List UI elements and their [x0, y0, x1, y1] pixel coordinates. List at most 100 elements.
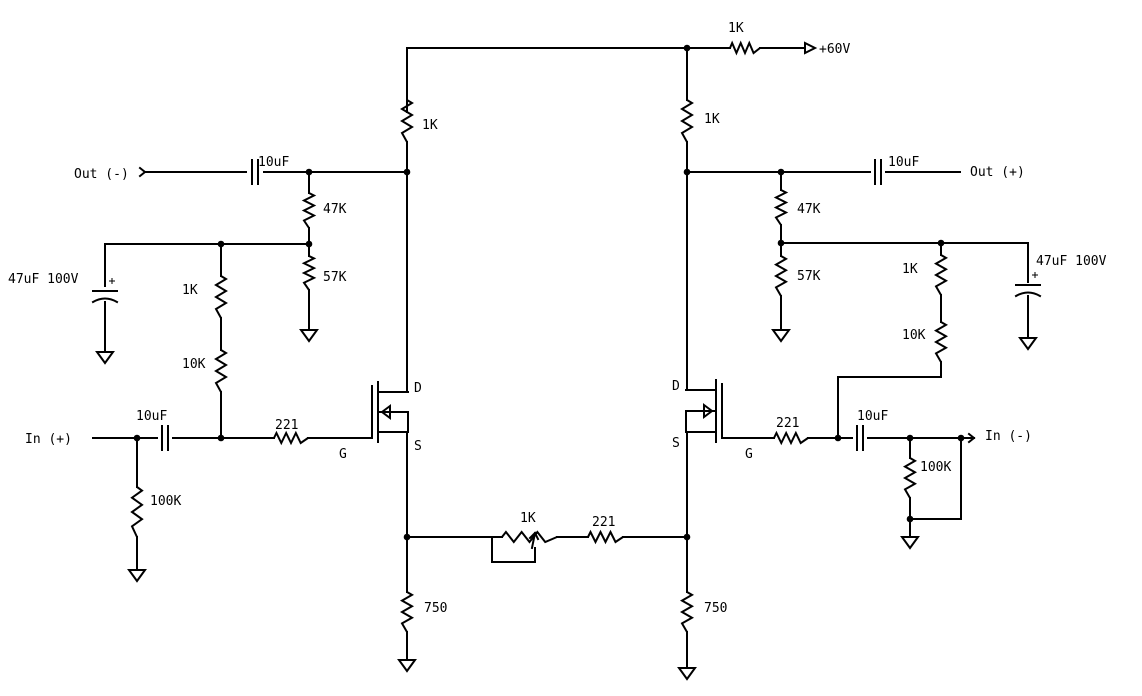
left-drain-resistor — [400, 99, 414, 143]
ground-icon — [771, 329, 791, 343]
right-input-label: In (-) — [985, 429, 1032, 444]
junction-dot — [906, 434, 914, 442]
left-output-cap-label: 10uF — [258, 155, 289, 170]
balance-resistor — [587, 529, 624, 545]
right-input-pulldown-label: 100K — [920, 460, 951, 475]
wire — [685, 431, 688, 593]
left-bias-upper-resistor — [301, 192, 317, 229]
ground-icon — [900, 536, 920, 550]
capacitor-plate-curved — [1014, 291, 1042, 298]
wire — [721, 399, 775, 439]
pot-wiper-arrow-icon — [530, 531, 537, 550]
left-input-label: In (+) — [25, 432, 72, 447]
supply-arrow-icon — [804, 41, 818, 55]
right-drain-pin-label: D — [672, 379, 680, 394]
wire — [104, 243, 310, 287]
right-drain-resistor — [680, 99, 694, 143]
right-drain-resistor-label: 1K — [704, 112, 720, 127]
left-gate-resistor-label: 221 — [275, 418, 298, 433]
left-feedback-r1-resistor — [214, 275, 228, 319]
wire — [491, 536, 536, 563]
left-output-capacitor — [251, 159, 259, 185]
junction-dot — [403, 533, 411, 541]
junction-dot — [937, 239, 945, 247]
junction-dot — [683, 44, 691, 52]
right-feedback-r2-label: 10K — [902, 328, 926, 343]
right-bias-upper-label: 47K — [797, 202, 821, 217]
junction-dot — [834, 434, 842, 442]
left-source-resistor — [399, 591, 415, 633]
wire — [389, 141, 408, 393]
capacitor-plate-curved — [91, 297, 119, 304]
right-mosfet — [685, 379, 723, 443]
ground-icon — [677, 667, 697, 681]
junction-dot — [305, 168, 313, 176]
balance-potentiometer — [501, 530, 558, 544]
left-input-pulldown-label: 100K — [150, 494, 181, 509]
left-drain-resistor-label: 1K — [422, 118, 438, 133]
left-feedback-r2-resistor — [214, 349, 228, 393]
right-input-cap-label: 10uF — [857, 409, 888, 424]
ground-icon — [1018, 337, 1038, 351]
supply-voltage-label: +60V — [819, 42, 850, 57]
right-feedback-r2-resistor — [933, 321, 949, 363]
left-bypass-capacitor — [91, 278, 119, 304]
terminal-arrow-icon — [138, 166, 147, 178]
right-input-capacitor — [856, 425, 864, 451]
junction-dot — [957, 434, 965, 442]
wire — [837, 361, 942, 439]
junction-dot — [305, 240, 313, 248]
left-gate-pin-label: G — [339, 447, 347, 462]
ground-icon — [127, 569, 147, 583]
right-output-label: Out (+) — [970, 165, 1025, 180]
right-bypass-capacitor — [1014, 272, 1042, 298]
right-bias-lower-label: 57K — [797, 269, 821, 284]
fet-arrow-icon — [703, 403, 714, 419]
left-gate-resistor — [273, 430, 309, 446]
ground-icon — [95, 351, 115, 365]
junction-dot — [403, 168, 411, 176]
right-gate-pin-label: G — [745, 447, 753, 462]
components — [91, 40, 1042, 681]
right-input-pulldown-resistor — [902, 457, 918, 499]
left-output-label: Out (-) — [74, 167, 129, 182]
right-feedback-r1-label: 1K — [902, 262, 918, 277]
right-bias-lower-resistor — [773, 255, 789, 297]
right-source-resistor — [679, 591, 695, 633]
left-bias-upper-label: 47K — [323, 202, 347, 217]
right-output-cap-label: 10uF — [888, 155, 919, 170]
junction-dot — [217, 240, 225, 248]
junction-dot — [777, 239, 785, 247]
left-input-capacitor — [161, 425, 169, 451]
right-source-pin-label: S — [672, 436, 680, 451]
left-input-cap-label: 10uF — [136, 409, 167, 424]
wire — [406, 431, 409, 593]
left-bypass-cap-label: 47uF 100V — [8, 272, 79, 287]
right-source-resistor-label: 750 — [704, 601, 727, 616]
left-source-resistor-label: 750 — [424, 601, 447, 616]
left-drain-pin-label: D — [414, 381, 422, 396]
fet-arrow-icon — [380, 404, 391, 420]
junction-dot — [777, 168, 785, 176]
right-gate-resistor-label: 221 — [776, 416, 799, 431]
supply-resistor-label: 1K — [728, 21, 744, 36]
right-output-capacitor — [874, 159, 882, 185]
junction-dot — [133, 434, 141, 442]
left-source-pin-label: S — [414, 439, 422, 454]
left-bias-lower-resistor — [301, 255, 317, 291]
ground-icon — [299, 329, 319, 343]
wire — [406, 47, 731, 113]
junction-dot — [217, 434, 225, 442]
left-bias-lower-label: 57K — [323, 270, 347, 285]
balance-pot-label: 1K — [520, 511, 536, 526]
junction-dot — [906, 515, 914, 523]
wire — [307, 399, 373, 439]
balance-resistor-label: 221 — [592, 515, 615, 530]
left-input-pulldown-resistor — [130, 486, 144, 538]
terminal-arrow-icon — [967, 432, 976, 444]
junction-dot — [683, 168, 691, 176]
ground-icon — [397, 659, 417, 673]
wire — [780, 242, 1029, 283]
left-feedback-r1-label: 1K — [182, 283, 198, 298]
pot-wiper-arrow-icon — [528, 531, 540, 541]
